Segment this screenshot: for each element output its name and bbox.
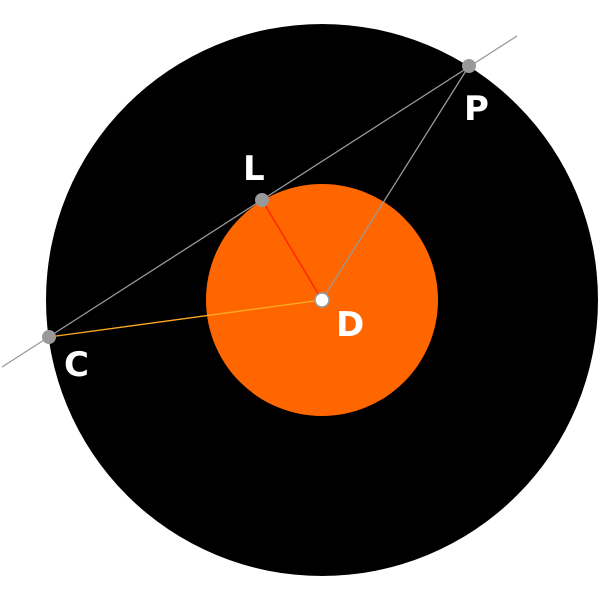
segment-dp [321, 65, 470, 301]
segment-dc [48, 299, 323, 338]
point-d [314, 292, 330, 308]
point-l [255, 193, 269, 207]
point-c [42, 330, 56, 344]
label-d: D [336, 305, 364, 345]
label-l: L [243, 149, 265, 189]
point-p [462, 59, 476, 73]
segment-dl [261, 199, 323, 301]
label-c: C [64, 345, 89, 385]
label-p: P [464, 89, 489, 129]
